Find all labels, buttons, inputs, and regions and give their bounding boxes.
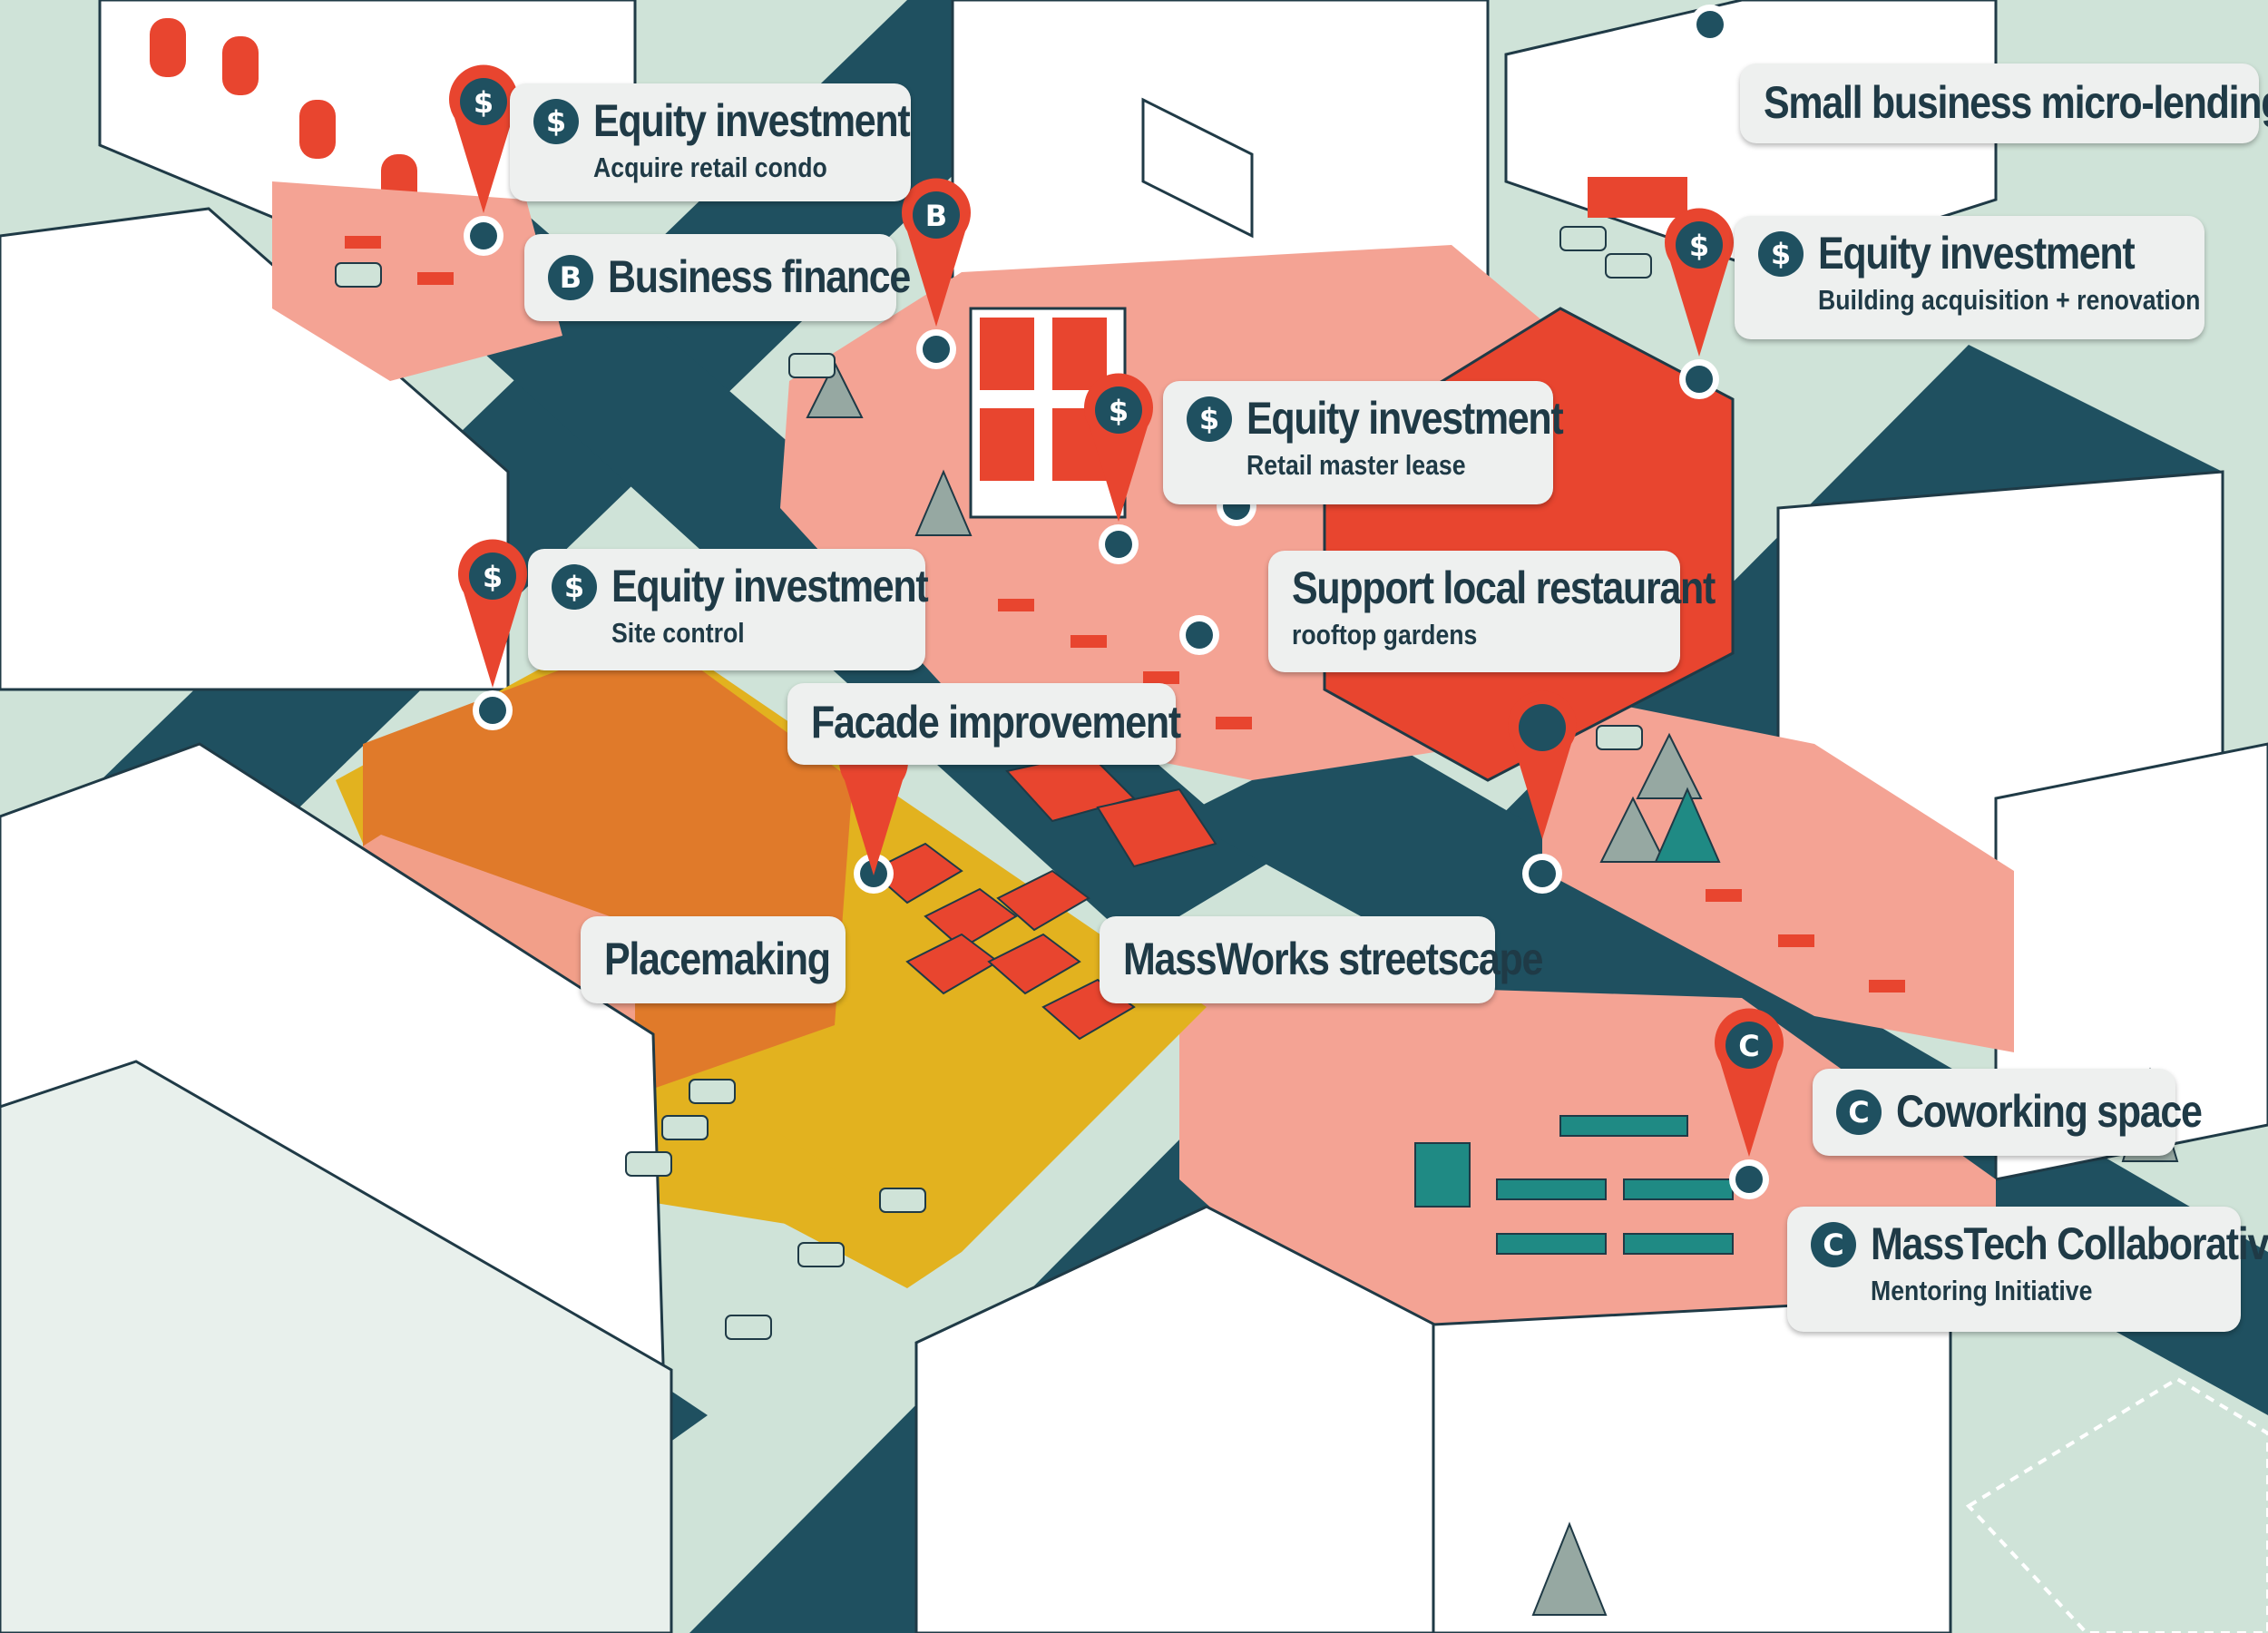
pin-dot xyxy=(1105,531,1132,558)
callout-business-finance[interactable]: B Business finance xyxy=(524,234,911,321)
dollar-icon: $ xyxy=(533,98,579,144)
map-pin-coworking[interactable]: C xyxy=(1713,1007,1785,1161)
callout-equity-site-control[interactable]: $ Equity investment Site control xyxy=(528,549,929,670)
pin-dot xyxy=(470,222,497,249)
storefront-red xyxy=(1588,177,1687,218)
rooftop-box xyxy=(1141,97,1254,239)
callout-massworks-streetscape[interactable]: MassWorks streetscape xyxy=(1100,916,1543,1003)
callout-title: Placemaking xyxy=(604,934,831,984)
callout-title: Business finance xyxy=(608,251,911,302)
pin-dot xyxy=(479,697,506,724)
pin-badge: $ xyxy=(1689,229,1709,263)
pin-dot xyxy=(1696,11,1724,38)
callout-title: Facade improvement xyxy=(811,697,1181,748)
callout-subtitle: Site control xyxy=(611,617,745,649)
pin-badge: $ xyxy=(483,560,503,594)
map-pin-acquire-retail-condo[interactable]: $ xyxy=(447,64,520,218)
coworking-desks xyxy=(1414,1115,1734,1255)
pin-dot xyxy=(1686,366,1713,393)
food-trucks xyxy=(1005,751,1217,868)
dollar-icon: $ xyxy=(552,563,597,610)
dollar-icon: $ xyxy=(1187,396,1232,442)
building-coworking xyxy=(1432,1296,1952,1633)
callout-placemaking[interactable]: Placemaking xyxy=(581,916,846,1003)
c-icon: C xyxy=(1836,1089,1882,1135)
callout-subtitle: rooftop gardens xyxy=(1292,619,1478,650)
b-icon: B xyxy=(548,254,593,300)
callout-title: MassWorks streetscape xyxy=(1123,934,1543,984)
callout-equity-building-acquisition[interactable]: $ Equity investment Building acquisition … xyxy=(1735,216,2204,339)
callout-title: Equity investment xyxy=(1818,228,2136,279)
callout-equity-acquire-retail-condo[interactable]: $ Equity investment Acquire retail condo xyxy=(510,83,911,201)
callout-title: Support local restaurant xyxy=(1292,562,1716,613)
callout-coworking-space[interactable]: C Coworking space xyxy=(1813,1069,2203,1156)
map-pin-business-finance[interactable]: B xyxy=(900,177,973,331)
callout-title: Equity investment xyxy=(611,561,929,611)
callout-title: Small business micro-lending xyxy=(1764,77,2268,128)
callout-title: Equity investment xyxy=(593,95,911,146)
c-icon: C xyxy=(1811,1221,1856,1267)
map-pin-site-control[interactable]: $ xyxy=(456,538,529,692)
parked-cars xyxy=(335,226,1652,1340)
pin-badge: $ xyxy=(1109,394,1129,428)
dollar-icon: $ xyxy=(1758,230,1804,277)
callout-title: MassTech Collaborative xyxy=(1871,1218,2268,1269)
callout-small-business-micro-lending[interactable]: Small business micro-lending xyxy=(1740,64,2268,143)
callout-subtitle: Mentoring Initiative xyxy=(1871,1275,2093,1306)
callout-support-local-restaurant[interactable]: Support local restaurant rooftop gardens xyxy=(1268,551,1716,672)
pin-dot xyxy=(923,336,950,363)
callout-subtitle: Building acquisition + renovation xyxy=(1818,284,2201,316)
callout-title: Equity investment xyxy=(1246,393,1564,444)
pin-dot xyxy=(1735,1166,1763,1193)
callout-subtitle: Acquire retail condo xyxy=(593,152,827,183)
callout-facade-improvement[interactable]: Facade improvement xyxy=(787,683,1181,765)
callout-subtitle: Retail master lease xyxy=(1246,449,1466,481)
pin-dot xyxy=(1529,860,1556,887)
map-pin-retail-master-lease[interactable]: $ xyxy=(1082,372,1155,526)
green-lot xyxy=(1965,1376,2268,1633)
map-pin-building-acquisition[interactable]: $ xyxy=(1663,207,1735,361)
map-pin-massworks-streetscape[interactable] xyxy=(1506,689,1579,844)
callout-equity-retail-master-lease[interactable]: $ Equity investment Retail master lease xyxy=(1163,381,1564,504)
callout-masstech-collaborative[interactable]: C MassTech Collaborative Mentoring Initia… xyxy=(1787,1207,2268,1332)
pin-badge: C xyxy=(1738,1029,1759,1063)
pin-badge: $ xyxy=(474,85,494,120)
building-bottom-left-facade xyxy=(0,1060,673,1633)
pin-dot xyxy=(1186,621,1213,649)
pin-badge: B xyxy=(925,199,947,233)
callout-title: Coworking space xyxy=(1896,1086,2203,1137)
